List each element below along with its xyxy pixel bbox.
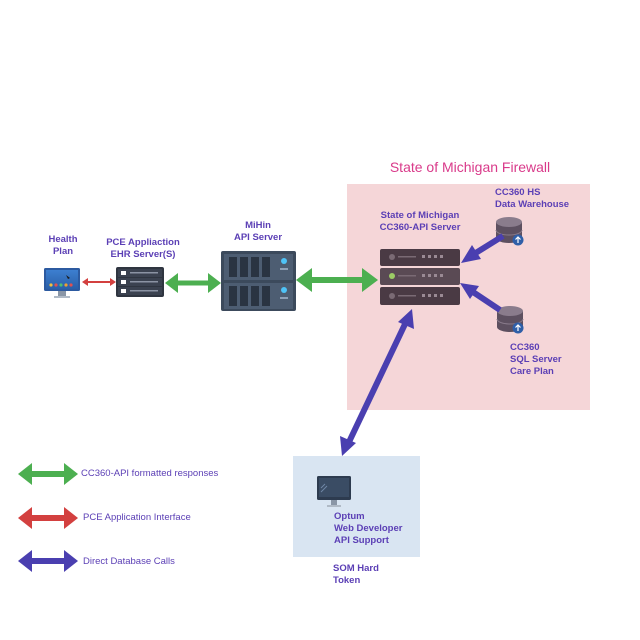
rack-server-icon (380, 249, 460, 305)
legend-swatch-blue (18, 550, 78, 572)
mihin-label-line2: API Server (233, 232, 283, 243)
sql-server-label-line3: Care Plan (510, 366, 554, 377)
database-call-arrow (340, 309, 414, 456)
som-api-label-line1: State of Michigan (380, 210, 460, 221)
som-api-label: State of Michigan CC360-API Server (372, 210, 468, 234)
pce-label-line1: PCE Appliaction (106, 237, 180, 248)
api-response-arrow (296, 268, 378, 292)
optum-zone (293, 456, 420, 557)
sql-server-label: CC360 SQL Server Care Plan (510, 342, 562, 378)
database-icon (496, 306, 524, 334)
optum-label-line2: Web Developer (334, 523, 403, 534)
health-plan-label: Health Plan (38, 234, 88, 258)
legend-swatch-green (18, 463, 78, 485)
sql-server-label-line1: CC360 (510, 342, 540, 353)
rack-server-icon (116, 267, 164, 297)
desktop-monitor-icon (44, 268, 80, 298)
database-call-arrow (460, 283, 502, 313)
api-response-arrow (165, 273, 221, 293)
som-token-label: SOM Hard Token (333, 563, 379, 587)
health-plan-label-line2: Plan (52, 246, 74, 257)
sql-server-label-line2: SQL Server (510, 354, 562, 365)
som-api-label-line2: CC360-API Server (379, 222, 461, 233)
legend-label-api: CC360-API formatted responses (81, 468, 219, 479)
data-warehouse-label-line2: Data Warehouse (495, 199, 570, 210)
data-warehouse-label-line1: CC360 HS (495, 187, 541, 198)
legend-label-pce: PCE Application Interface (83, 512, 191, 523)
data-warehouse-label: CC360 HS Data Warehouse (495, 187, 569, 211)
health-plan-label-line1: Health (48, 234, 78, 245)
pce-label-line2: EHR Server(S) (110, 249, 176, 260)
tower-server-icon (221, 251, 296, 311)
mihin-label-line1: MiHin (245, 220, 271, 231)
som-token-label-line1: SOM Hard (333, 563, 379, 574)
database-call-arrow (461, 233, 505, 263)
optum-label-line1: Optum (334, 511, 365, 522)
monitor-icon (317, 476, 351, 507)
som-token-label-line2: Token (333, 575, 361, 586)
mihin-label: MiHin API Server (222, 220, 294, 244)
legend-label-db: Direct Database Calls (83, 556, 175, 567)
legend-swatch-red (18, 507, 78, 529)
optum-label: Optum Web Developer API Support (334, 511, 402, 547)
pce-interface-arrow (82, 278, 116, 286)
optum-label-line3: API Support (334, 535, 389, 546)
pce-label: PCE Appliaction EHR Server(S) (100, 237, 186, 261)
firewall-title: State of Michigan Firewall (389, 159, 551, 175)
